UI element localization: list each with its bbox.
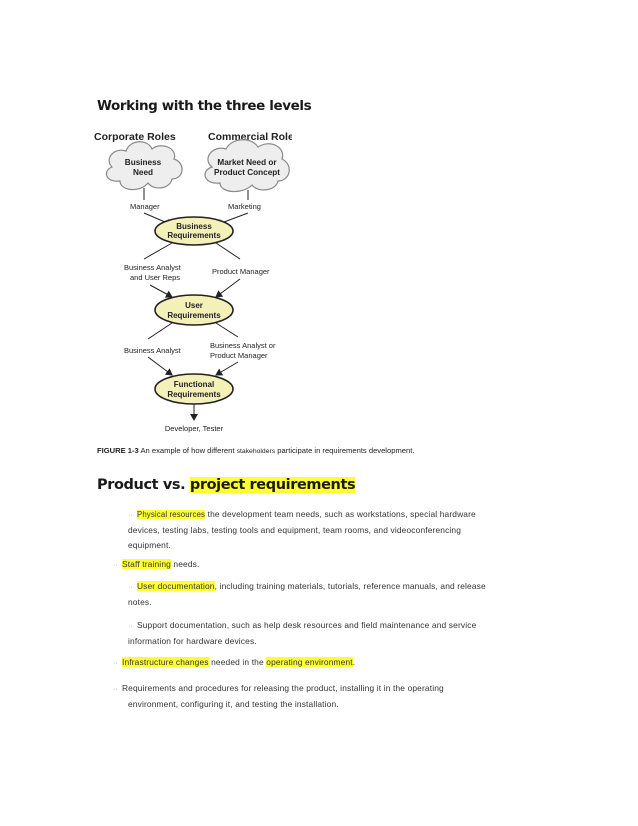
- label-manager: Manager: [130, 202, 160, 211]
- section-heading-levels: Working with the three levels: [97, 98, 312, 114]
- oval-business-line1: Business: [176, 222, 212, 231]
- caption-text-b: stakeholders: [236, 448, 276, 455]
- list-item-release-requirements: ··Requirements and procedures for releas…: [113, 681, 513, 712]
- label-ba-pm-2: Product Manager: [210, 351, 268, 360]
- heading2-part-a: Product vs.: [97, 477, 190, 493]
- bullet: ··: [128, 584, 133, 591]
- cloud-left-line2: Need: [133, 168, 153, 177]
- item-text-line2: information for hardware devices.: [128, 636, 257, 646]
- requirements-levels-diagram: Corporate Roles Commercial Roles Busines…: [94, 131, 292, 433]
- label-ba-pm-1: Business Analyst or: [210, 341, 276, 350]
- corporate-roles-title: Corporate Roles: [94, 131, 176, 143]
- caption-text-a: An example of how different: [140, 446, 237, 455]
- bullet: ··: [113, 660, 118, 667]
- item-text: Support documentation, such as help desk…: [136, 620, 477, 630]
- label-business-analyst: Business Analyst: [124, 346, 182, 355]
- functional-requirements-oval: Functional Requirements: [154, 373, 234, 405]
- heading2-highlight: project requirements: [189, 477, 356, 493]
- item-text-line2: devices, testing labs, testing tools and…: [128, 525, 462, 535]
- list-item-support-documentation: ··Support documentation, such as help de…: [128, 618, 508, 649]
- item-text-line3: equipment.: [128, 540, 171, 550]
- item-text-line2: notes.: [128, 597, 152, 607]
- bullet: ··: [128, 512, 133, 519]
- market-need-cloud: Market Need or Product Concept: [204, 139, 290, 193]
- label-developer-tester: Developer, Tester: [165, 424, 224, 433]
- highlight-infrastructure-changes: Infrastructure changes: [121, 657, 209, 667]
- list-item-staff-training: ··Staff training needs.: [113, 557, 513, 573]
- business-requirements-oval: Business Requirements: [154, 216, 234, 246]
- section-heading-product-vs-project: Product vs. project requirements: [97, 477, 356, 493]
- label-product-manager: Product Manager: [212, 267, 270, 276]
- commercial-roles-title: Commercial Roles: [208, 131, 292, 143]
- label-marketing: Marketing: [228, 202, 261, 211]
- user-requirements-oval: User Requirements: [154, 294, 234, 326]
- label-ba-user-2: and User Reps: [130, 273, 180, 282]
- item-text: , including training materials, tutorial…: [214, 581, 486, 591]
- list-item-physical-resources: ··Physical resources the development tea…: [128, 507, 508, 553]
- cloud-left-line1: Business: [125, 158, 162, 167]
- item-text: the development team needs, such as work…: [205, 509, 476, 519]
- item-text-end: .: [352, 657, 356, 667]
- oval-functional-line2: Requirements: [167, 390, 221, 399]
- oval-business-line2: Requirements: [167, 231, 221, 240]
- oval-user-line1: User: [185, 301, 203, 310]
- figure-label: FIGURE 1-3: [97, 446, 139, 455]
- oval-functional-line1: Functional: [174, 380, 214, 389]
- highlight-user-documentation: User documentation: [136, 581, 215, 591]
- oval-user-line2: Requirements: [167, 311, 221, 320]
- highlight-operating-environment: operating environment: [266, 657, 353, 667]
- list-item-user-documentation: ··User documentation, including training…: [128, 579, 508, 610]
- cloud-right-line1: Market Need or: [217, 158, 277, 167]
- highlight-physical-resources: Physical resources: [136, 510, 206, 519]
- highlight-staff-training: Staff training: [121, 559, 171, 569]
- item-text-line2: environment, configuring it, and testing…: [128, 699, 339, 709]
- label-ba-user-1: Business Analyst: [124, 263, 182, 272]
- bullet: ··: [128, 623, 133, 630]
- list-item-infrastructure-changes: ··Infrastructure changes needed in the o…: [113, 655, 513, 671]
- item-text: Requirements and procedures for releasin…: [121, 683, 444, 693]
- figure-caption: FIGURE 1-3 An example of how different s…: [97, 446, 414, 455]
- caption-text-c: participate in requirements development.: [275, 446, 415, 455]
- item-text: needed in the: [208, 657, 267, 667]
- item-text: needs.: [170, 559, 200, 569]
- bullet: ··: [113, 686, 118, 693]
- bullet: ··: [113, 562, 118, 569]
- cloud-right-line2: Product Concept: [214, 168, 280, 177]
- business-need-cloud: Business Need: [105, 141, 183, 191]
